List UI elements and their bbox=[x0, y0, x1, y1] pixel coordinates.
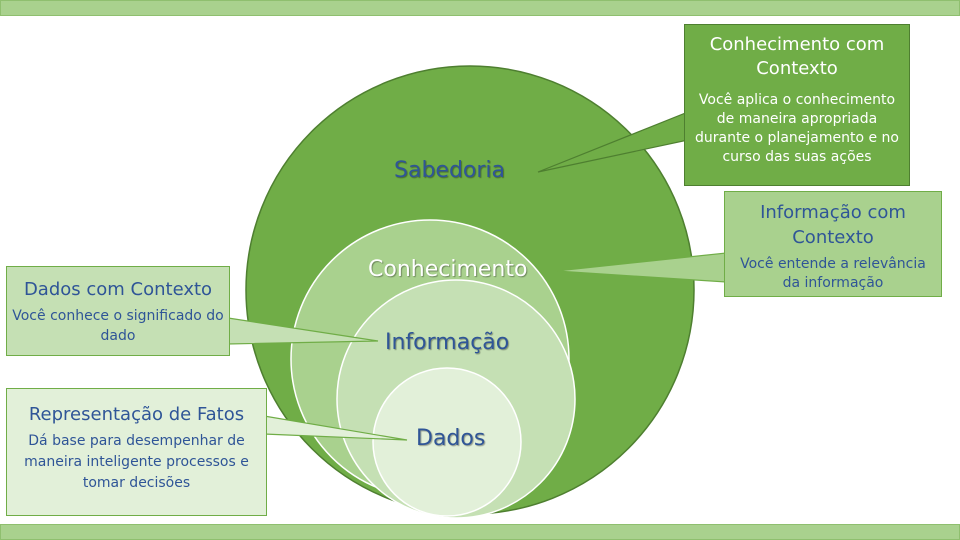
callout-title: Representação de Fatos bbox=[28, 404, 245, 425]
callout-conhecimento-com-contexto: Conhecimento com Contexto Você aplica o … bbox=[684, 24, 910, 186]
callout-dados-com-contexto: Dados com Contexto Você conhece o signif… bbox=[6, 266, 230, 356]
callout-title: Dados com Contexto bbox=[23, 279, 213, 300]
callout-representacao-de-fatos: Representação de Fatos Dá base para dese… bbox=[6, 388, 267, 516]
sabedoria-label: Sabedoria bbox=[394, 158, 506, 183]
callout-description: Você conhece o significado do dado bbox=[12, 308, 224, 344]
dados-label: Dados bbox=[416, 426, 486, 451]
callout-description: Você entende a relevância da informação bbox=[740, 256, 926, 291]
callout-informacao-com-contexto: Informação com Contexto Você entende a r… bbox=[724, 191, 942, 297]
callout-title: Informação com Contexto bbox=[760, 202, 906, 248]
callout-description: Você aplica o conhecimento de maneira ap… bbox=[695, 92, 899, 165]
callout-title: Conhecimento com Contexto bbox=[709, 34, 885, 79]
informacao-label: Informação bbox=[385, 330, 510, 355]
bottom-banner bbox=[0, 524, 960, 540]
callout-description: Dá base para desempenhar de maneira inte… bbox=[24, 433, 249, 491]
dados-circle bbox=[372, 367, 522, 517]
conhecimento-label: Conhecimento bbox=[368, 257, 528, 282]
